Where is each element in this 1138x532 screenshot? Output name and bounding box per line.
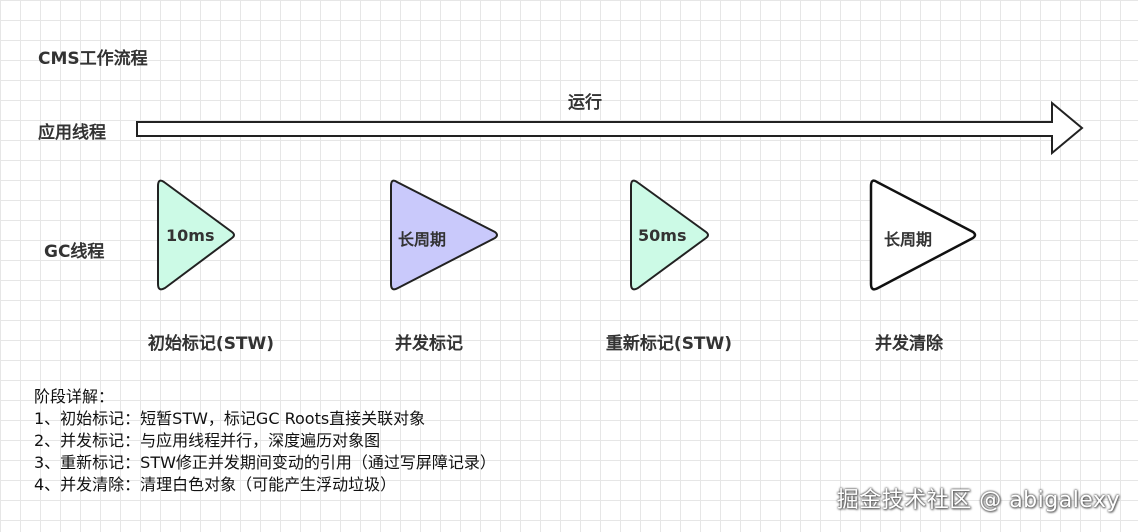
- phase-4-caption: 并发清除: [875, 334, 943, 354]
- phase-1-triangle: [157, 179, 235, 291]
- phase-3-duration: 50ms: [638, 226, 687, 245]
- phase-3-caption: 重新标记(STW): [605, 334, 733, 354]
- arrow-run-label: 运行: [568, 93, 602, 113]
- phase-2-duration: 长周期: [398, 230, 447, 249]
- watermark: 掘金技术社区 @ abigalexy: [836, 488, 1120, 513]
- app-thread-label: 应用线程: [38, 123, 106, 143]
- app-thread-arrow: [136, 100, 1084, 156]
- phase-3-triangle: [630, 179, 709, 291]
- details-line-3: 3、重新标记：STW修正并发期间变动的引用（通过写屏障记录）: [34, 453, 496, 472]
- phase-2-triangle: [390, 179, 498, 291]
- phase-details: 阶段详解： 1、初始标记：短暂STW，标记GC Roots直接关联对象 2、并发…: [34, 386, 496, 496]
- details-line-2: 2、并发标记：与应用线程并行，深度遍历对象图: [34, 431, 381, 450]
- phase-1-duration: 10ms: [166, 226, 215, 245]
- phase-2-caption: 并发标记: [395, 334, 463, 354]
- gc-thread-label: GC线程: [44, 242, 105, 262]
- phase-4-duration: 长周期: [884, 230, 933, 249]
- phase-1-caption: 初始标记(STW): [147, 334, 275, 354]
- diagram-title: CMS工作流程: [38, 49, 148, 69]
- details-heading: 阶段详解：: [34, 387, 115, 406]
- details-line-1: 1、初始标记：短暂STW，标记GC Roots直接关联对象: [34, 409, 426, 428]
- details-line-4: 4、并发清除：清理白色对象（可能产生浮动垃圾）: [34, 475, 397, 494]
- phase-4-triangle: [869, 179, 977, 291]
